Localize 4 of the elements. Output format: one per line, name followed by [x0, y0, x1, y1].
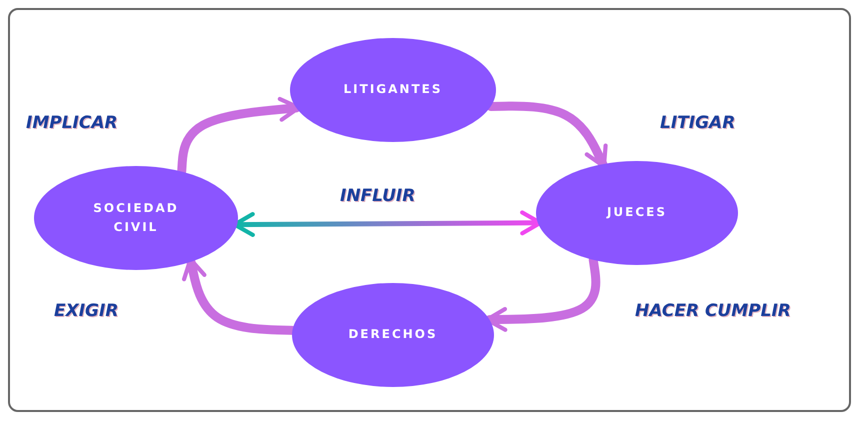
- node-label: LITIGANTES: [344, 81, 442, 98]
- node-label: JUECES: [606, 204, 668, 222]
- node-label: DERECHOS: [348, 326, 438, 344]
- node-label: SOCIEDAD CIVIL: [92, 200, 180, 236]
